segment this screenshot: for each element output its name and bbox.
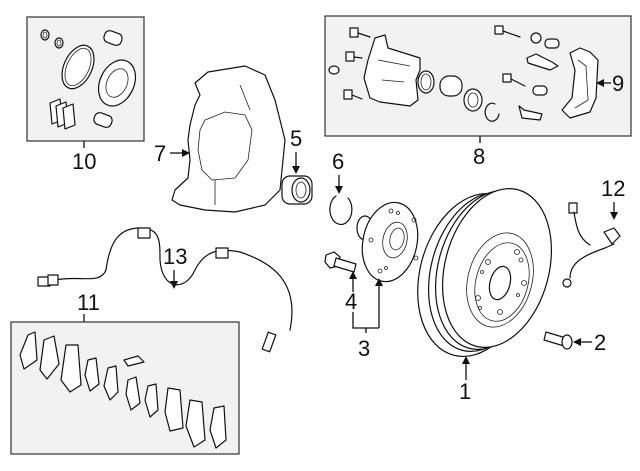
callout-10: 10: [72, 149, 96, 174]
callout-4: 4: [345, 289, 357, 314]
brake-hose: 12: [562, 176, 625, 288]
callout-11: 11: [77, 290, 100, 315]
callout-13: 13: [163, 244, 187, 269]
snap-ring: 6: [329, 149, 353, 225]
callout-12: 12: [601, 176, 625, 201]
brake-pad-box: 11: [10, 290, 240, 455]
hub-bolt: 4 3: [324, 251, 383, 361]
hub-assembly: [356, 201, 419, 283]
callout-9: 9: [612, 71, 624, 96]
callout-8: 8: [473, 144, 485, 169]
rotor-screw: 2: [543, 330, 606, 355]
callout-2: 2: [594, 330, 606, 355]
splash-shield: 7: [154, 65, 286, 213]
callout-1: 1: [459, 379, 471, 404]
callout-6: 6: [332, 149, 344, 174]
seal-kit-box: 10: [26, 16, 145, 174]
abs-sensor: 13: [37, 227, 293, 353]
callout-3: 3: [358, 336, 370, 361]
brake-rotor: 1: [417, 188, 553, 404]
callout-5: 5: [290, 126, 302, 151]
callout-7: 7: [154, 141, 166, 166]
wheel-bearing: 5: [281, 126, 313, 205]
caliper-kit-box: 8 9: [324, 15, 632, 169]
